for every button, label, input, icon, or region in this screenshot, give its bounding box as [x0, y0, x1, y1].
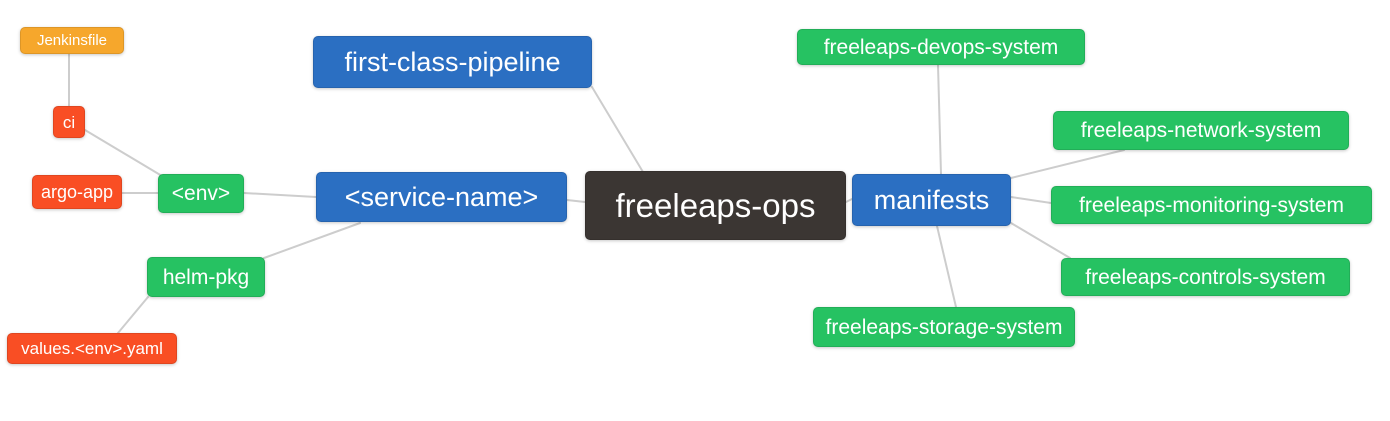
- edge-ci-env: [84, 129, 163, 177]
- edge-helm-pkg-service-name: [263, 222, 361, 259]
- node-monitoring-system[interactable]: freeleaps-monitoring-system: [1051, 186, 1372, 224]
- node-network-system[interactable]: freeleaps-network-system: [1053, 111, 1349, 150]
- edge-manifests-network-system: [1010, 149, 1125, 179]
- edge-freeleaps-ops-manifests: [845, 198, 853, 203]
- edge-env-service-name: [243, 192, 317, 198]
- node-argo-app[interactable]: argo-app: [32, 175, 122, 209]
- node-ci[interactable]: ci: [53, 106, 85, 138]
- node-service-name[interactable]: <service-name>: [316, 172, 567, 222]
- node-values-env-yaml[interactable]: values.<env>.yaml: [7, 333, 177, 364]
- node-controls-system[interactable]: freeleaps-controls-system: [1061, 258, 1350, 296]
- node-helm-pkg[interactable]: helm-pkg: [147, 257, 265, 297]
- edge-manifests-storage-system: [936, 225, 957, 308]
- edge-first-class-pipeline-freeleaps-ops: [591, 86, 644, 173]
- edge-manifests-devops-system: [937, 64, 942, 175]
- edge-manifests-controls-system: [1010, 222, 1071, 259]
- edge-values-env-yaml-helm-pkg: [117, 296, 149, 334]
- node-freeleaps-ops[interactable]: freeleaps-ops: [585, 171, 846, 240]
- edge-manifests-monitoring-system: [1010, 196, 1052, 204]
- node-first-class-pipeline[interactable]: first-class-pipeline: [313, 36, 592, 88]
- node-devops-system[interactable]: freeleaps-devops-system: [797, 29, 1085, 65]
- edge-service-name-freeleaps-ops: [566, 199, 586, 203]
- node-storage-system[interactable]: freeleaps-storage-system: [813, 307, 1075, 347]
- node-jenkinsfile[interactable]: Jenkinsfile: [20, 27, 124, 54]
- node-env[interactable]: <env>: [158, 174, 244, 213]
- node-manifests[interactable]: manifests: [852, 174, 1011, 226]
